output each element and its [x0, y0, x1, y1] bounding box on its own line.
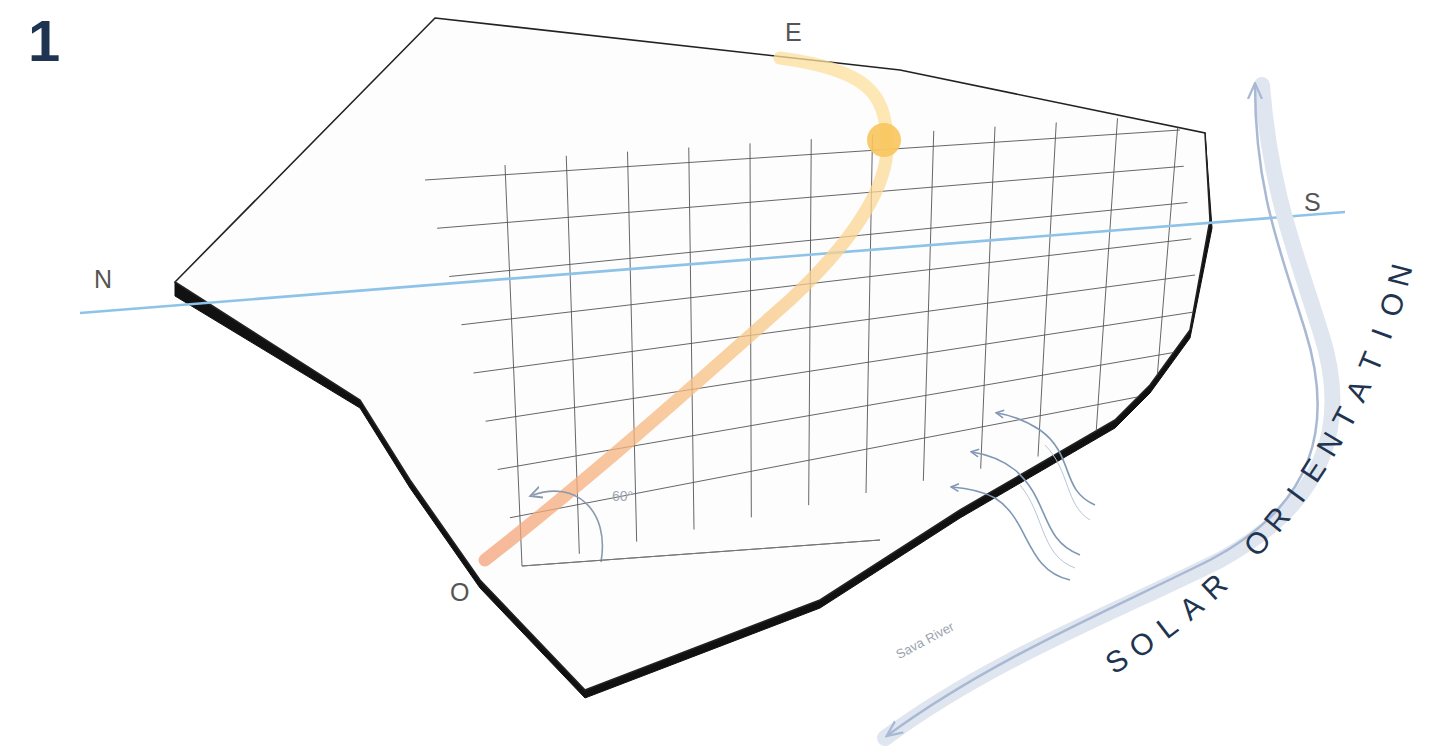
heading-glyph: T: [1354, 348, 1389, 376]
grid-line: [425, 130, 1180, 180]
grid-line: [689, 148, 694, 530]
angle-value: 60°: [612, 489, 633, 503]
grid-line: [809, 139, 812, 505]
river-name: Sava River: [894, 620, 956, 661]
heading-glyph: L: [1152, 610, 1183, 644]
heading-glyph: T: [1327, 403, 1362, 433]
grid-line: [1210, 110, 1240, 420]
river-flow: [888, 85, 1318, 735]
compass-south: S: [1304, 190, 1321, 215]
grid-line: [923, 131, 933, 481]
grid-line: [981, 127, 995, 469]
heading-glyph: N: [1383, 261, 1417, 289]
river-band: [885, 85, 1333, 738]
sun-path: [485, 58, 887, 560]
heading-glyph: I: [1281, 483, 1310, 507]
compass-west: O: [450, 580, 469, 605]
grid-line: [1038, 123, 1056, 457]
heading-glyph: N: [1311, 427, 1348, 461]
grid-line: [1095, 118, 1117, 444]
heading-glyph: O: [1374, 289, 1410, 320]
site-outline: [175, 18, 1210, 690]
heading-glyph: A: [1174, 590, 1209, 626]
figure-number: 1: [28, 12, 60, 70]
grid-line: [474, 275, 1196, 373]
street-grid: [425, 110, 1240, 566]
grid-line: [1153, 114, 1179, 432]
heading-glyph: I: [1367, 325, 1398, 343]
heading-glyph: O: [1238, 525, 1276, 562]
heading-glyph: R: [1196, 569, 1232, 606]
heading-glyph: A: [1341, 375, 1377, 406]
grid-line: [498, 348, 1203, 470]
angle-arc: [533, 491, 602, 562]
sun: [867, 123, 901, 157]
angle-base: [522, 540, 880, 566]
grid-line: [505, 165, 522, 566]
wind-arrows: [952, 413, 1095, 580]
grid-line: [461, 239, 1191, 325]
compass-north: N: [94, 267, 112, 292]
wind-tails: [1020, 445, 1090, 568]
heading-glyph: E: [1295, 454, 1331, 487]
compass-east: E: [785, 20, 802, 45]
heading-glyph: O: [1124, 626, 1160, 664]
grid-line: [522, 540, 880, 566]
grid-line: [628, 152, 637, 542]
north-south-axis: [80, 212, 1345, 313]
heading-glyph: S: [1100, 644, 1133, 680]
